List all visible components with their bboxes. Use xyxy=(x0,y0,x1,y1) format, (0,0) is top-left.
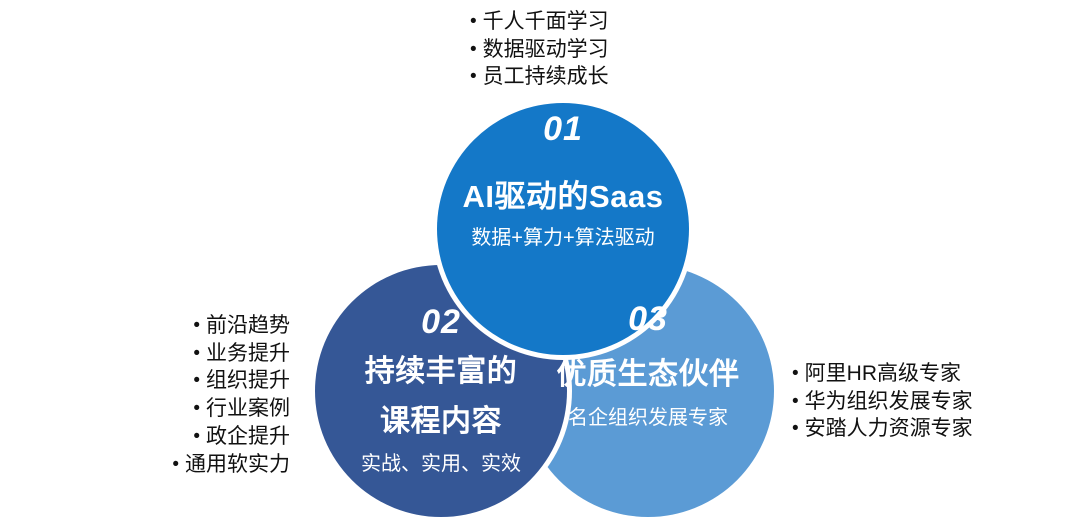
left-bullet-item: 组织提升 xyxy=(172,367,290,395)
left-bullet-item: 行业案例 xyxy=(172,395,290,423)
right-bullet-list: 阿里HR高级专家华为组织发展专家安踏人力资源专家 xyxy=(792,360,973,443)
top-bullet-list: 千人千面学习数据驱动学习员工持续成长 xyxy=(470,8,609,91)
left-bullet-item: 政企提升 xyxy=(172,423,290,451)
top-bullet-item: 千人千面学习 xyxy=(470,8,609,36)
left-bullet-item: 通用软实力 xyxy=(172,451,290,479)
circle-one-shape xyxy=(437,103,689,355)
left-bullet-item: 业务提升 xyxy=(172,340,290,368)
right-bullet-item: 阿里HR高级专家 xyxy=(792,360,973,388)
top-bullet-item: 员工持续成长 xyxy=(470,63,609,91)
left-bullet-item: 前沿趋势 xyxy=(172,312,290,340)
right-bullet-item: 安踏人力资源专家 xyxy=(792,415,973,443)
left-bullet-list: 前沿趋势业务提升组织提升行业案例政企提升通用软实力 xyxy=(172,312,290,478)
right-bullet-item: 华为组织发展专家 xyxy=(792,388,973,416)
top-bullet-item: 数据驱动学习 xyxy=(470,36,609,64)
